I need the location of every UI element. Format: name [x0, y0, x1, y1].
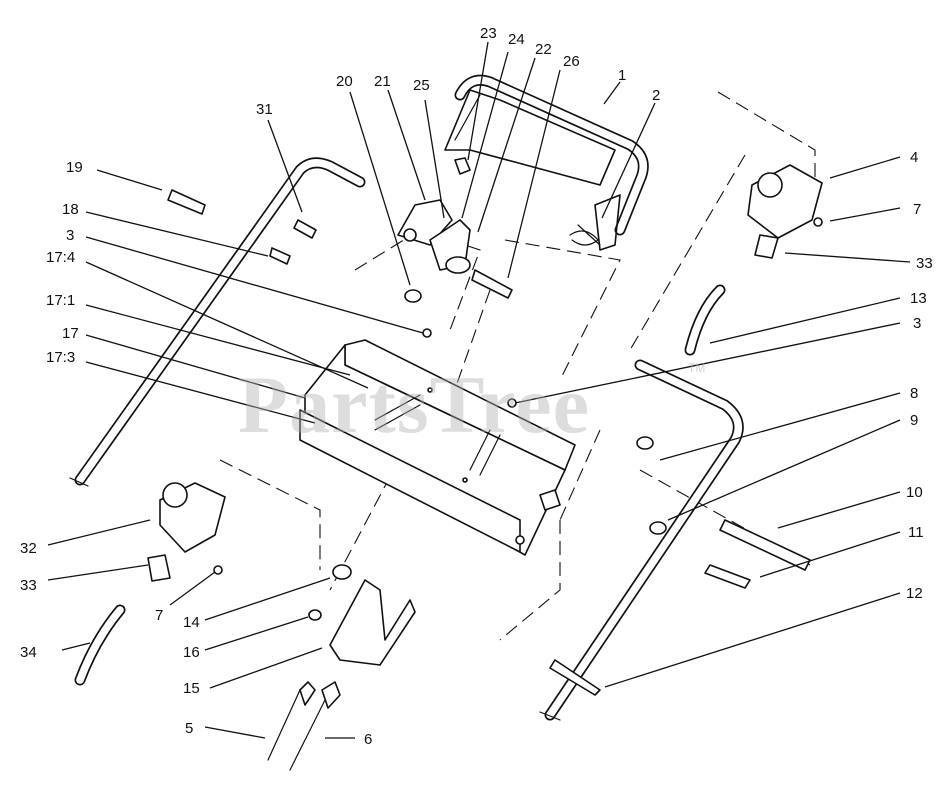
- cable-brackets: [147, 164, 823, 582]
- callout-4: 4: [910, 149, 918, 166]
- callout-17-4: 17:4: [46, 249, 75, 266]
- callout-6: 6: [364, 731, 372, 748]
- callout-21: 21: [374, 73, 391, 90]
- callout-33-upper: 33: [916, 255, 933, 272]
- callout-9: 9: [910, 412, 918, 429]
- leader-lines: [47, 41, 911, 739]
- callout-8: 8: [910, 385, 918, 402]
- callout-labels: 23 24 22 26 1 20 21 25 2 31 19 4 18 7 3 …: [20, 25, 933, 748]
- callout-17: 17: [62, 325, 79, 342]
- callout-15: 15: [183, 680, 200, 697]
- callout-26: 26: [563, 53, 580, 70]
- callout-25: 25: [413, 77, 430, 94]
- callout-32: 32: [20, 540, 37, 557]
- callout-17-3: 17:3: [46, 349, 75, 366]
- cables: [74, 284, 726, 771]
- mounting-bracket: [308, 564, 416, 666]
- callout-31: 31: [256, 101, 273, 118]
- watermark-trademark: TM: [688, 361, 705, 375]
- callout-2: 2: [652, 87, 660, 104]
- lower-handle: [539, 359, 744, 721]
- callout-22: 22: [535, 41, 552, 58]
- callout-23: 23: [480, 25, 497, 42]
- hardware: [167, 189, 811, 696]
- callout-7-upper: 7: [913, 201, 921, 218]
- callout-3-upper: 3: [66, 227, 74, 244]
- callout-19: 19: [66, 159, 83, 176]
- callout-12: 12: [906, 585, 923, 602]
- callout-3-right: 3: [913, 315, 921, 332]
- callout-14: 14: [183, 614, 200, 631]
- callout-18: 18: [62, 201, 79, 218]
- callout-33-lower: 33: [20, 577, 37, 594]
- callout-10: 10: [906, 484, 923, 501]
- callout-17-1: 17:1: [46, 292, 75, 309]
- callout-1: 1: [618, 67, 626, 84]
- callout-7-lower: 7: [155, 607, 163, 624]
- callout-34: 34: [20, 644, 37, 661]
- callout-11: 11: [908, 524, 924, 541]
- callout-16: 16: [183, 644, 200, 661]
- callout-13: 13: [910, 290, 927, 307]
- watermark-text: PartsTree: [238, 359, 590, 450]
- callout-5: 5: [185, 720, 193, 737]
- control-panel: [299, 339, 576, 556]
- callout-24: 24: [508, 31, 525, 48]
- callout-20: 20: [336, 73, 353, 90]
- control-lever-assembly: [397, 157, 621, 303]
- upper-handle: [69, 74, 649, 487]
